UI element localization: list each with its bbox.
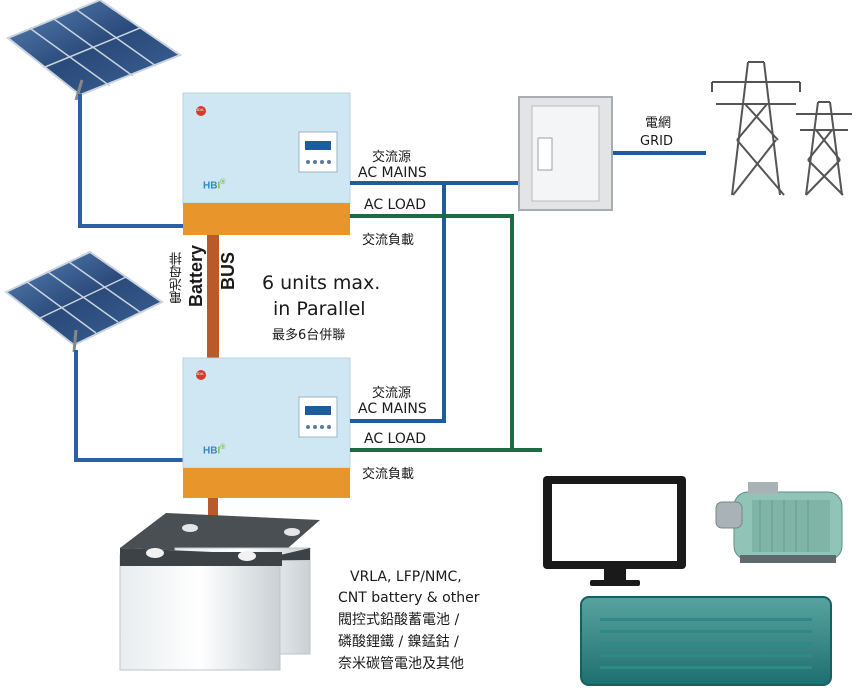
inverter-bottom: [182, 357, 351, 498]
battery-cable: [208, 497, 218, 525]
brand-suffix: I: [217, 445, 221, 457]
grid-label-zh: 電網: [645, 116, 672, 131]
battery-types-line-3: 閥控式鉛酸蓄電池 /: [338, 612, 460, 628]
brand-mark: ®: [220, 179, 226, 186]
pv-link-top: [78, 94, 183, 228]
inverter-bottom-logo-text: JDA: [196, 371, 204, 376]
battery-bus-bar: [207, 234, 219, 358]
battery-bus-label-en-2: BUS: [218, 252, 238, 291]
inverter-display: [298, 396, 338, 438]
brand-prefix: HB: [203, 445, 218, 457]
battery-types-line-1: VRLA, LFP/NMC,: [350, 569, 462, 585]
battery-types-line-5: 奈米碳管電池及其他: [338, 656, 464, 672]
battery-bus-label-zh: 電池母排: [170, 252, 185, 304]
ac-mains-bottom-en: AC MAINS: [358, 401, 427, 417]
parallel-line-2: in Parallel: [273, 298, 366, 320]
ac-load-line-top: [350, 214, 514, 450]
inverter-display: [298, 131, 338, 173]
battery-types-line-4: 磷酸鋰鐵 / 鎳錳鈷 /: [338, 634, 459, 650]
battery-bus-label-en-1: Battery: [186, 245, 206, 308]
inverter-logo-icon: [196, 370, 206, 380]
battery-bank: [119, 513, 320, 671]
ac-load-top-en: AC LOAD: [364, 197, 426, 213]
solar-panel-bottom: [4, 250, 164, 353]
ac-load-top-zh: 交流負載: [362, 233, 415, 248]
parallel-zh: 最多6台併聯: [272, 328, 346, 343]
pv-link-bottom: [74, 350, 183, 462]
air-conditioner-icon: [580, 596, 832, 686]
transmission-tower-large: [711, 61, 801, 196]
parallel-line-1: 6 units max.: [262, 272, 381, 294]
monitor-icon: [543, 476, 686, 586]
inverter-logo-icon: [196, 106, 206, 116]
transmission-tower-small: [796, 101, 852, 196]
grid-label-en: GRID: [640, 134, 673, 149]
inverter-top-brand: HBI®: [203, 179, 225, 191]
ac-mains-line-bottom: [350, 183, 446, 423]
battery-types-line-2: CNT battery & other: [338, 590, 480, 606]
brand-prefix: HB: [203, 180, 218, 192]
ac-load-bottom-zh: 交流負載: [362, 467, 415, 482]
ac-mains-bottom-zh: 交流源: [372, 386, 412, 401]
inverter-top-logo-text: JDA: [196, 107, 204, 112]
inverter-top: [182, 92, 351, 235]
pump-motor-icon: [715, 482, 843, 563]
ac-mains-top-zh: 交流源: [372, 150, 412, 165]
brand-suffix: I: [217, 180, 221, 192]
ac-mains-top-en: AC MAINS: [358, 165, 427, 181]
solar-panel-top: [6, 0, 183, 101]
inverter-bottom-brand: HBI®: [203, 444, 225, 456]
ac-load-bottom-en: AC LOAD: [364, 431, 426, 447]
brand-mark: ®: [220, 444, 226, 451]
distribution-panel: [518, 96, 613, 211]
